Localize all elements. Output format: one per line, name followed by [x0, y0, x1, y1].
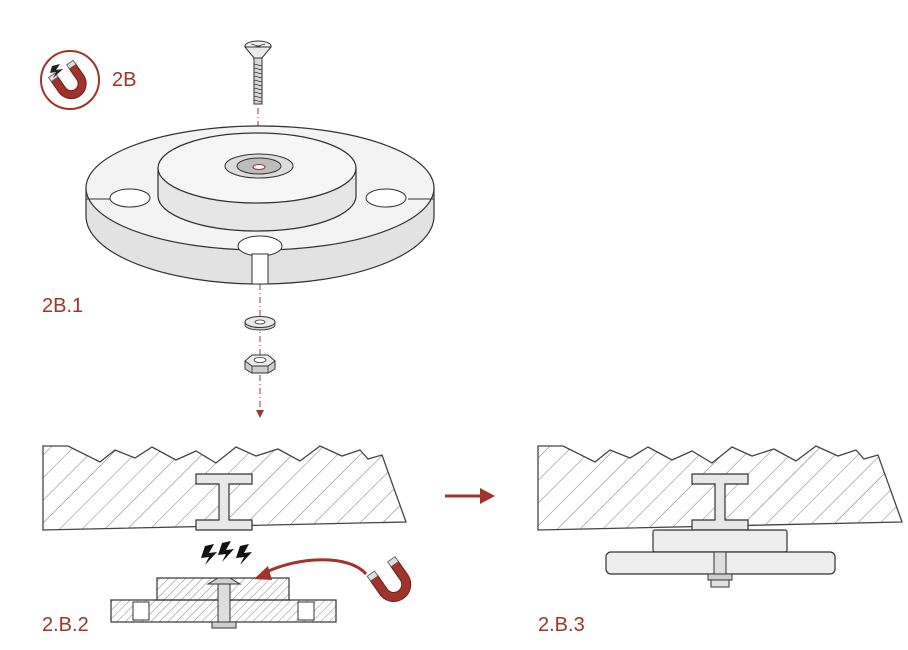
magnet-badge — [40, 50, 100, 110]
screw-icon — [243, 40, 273, 105]
step-2b3-label: 2.B.3 — [538, 614, 585, 636]
step-2b3-section-view: 2.B.3 — [537, 445, 903, 636]
step-2b1-exploded-view: 2B.1 — [42, 40, 435, 418]
section-header: 2B — [40, 50, 136, 110]
i-beam — [195, 473, 253, 531]
step-2b2-label: 2.B.2 — [42, 614, 89, 636]
flange-section — [110, 577, 337, 629]
step-2b1-label: 2B.1 — [42, 295, 83, 317]
arrow-right-icon — [445, 488, 495, 504]
washer-icon — [244, 316, 276, 331]
step-2b2-section-view: 2.B.2 — [42, 445, 412, 636]
nut-icon — [244, 354, 276, 374]
curved-arrow — [261, 558, 368, 576]
mounted-flange — [605, 529, 836, 588]
lightning-icon — [50, 64, 63, 78]
section-label: 2B — [112, 69, 136, 91]
lightning-icon — [201, 541, 252, 565]
magnet-icon — [366, 556, 412, 602]
magnet-core — [157, 132, 357, 232]
axis-arrowhead — [256, 410, 264, 418]
